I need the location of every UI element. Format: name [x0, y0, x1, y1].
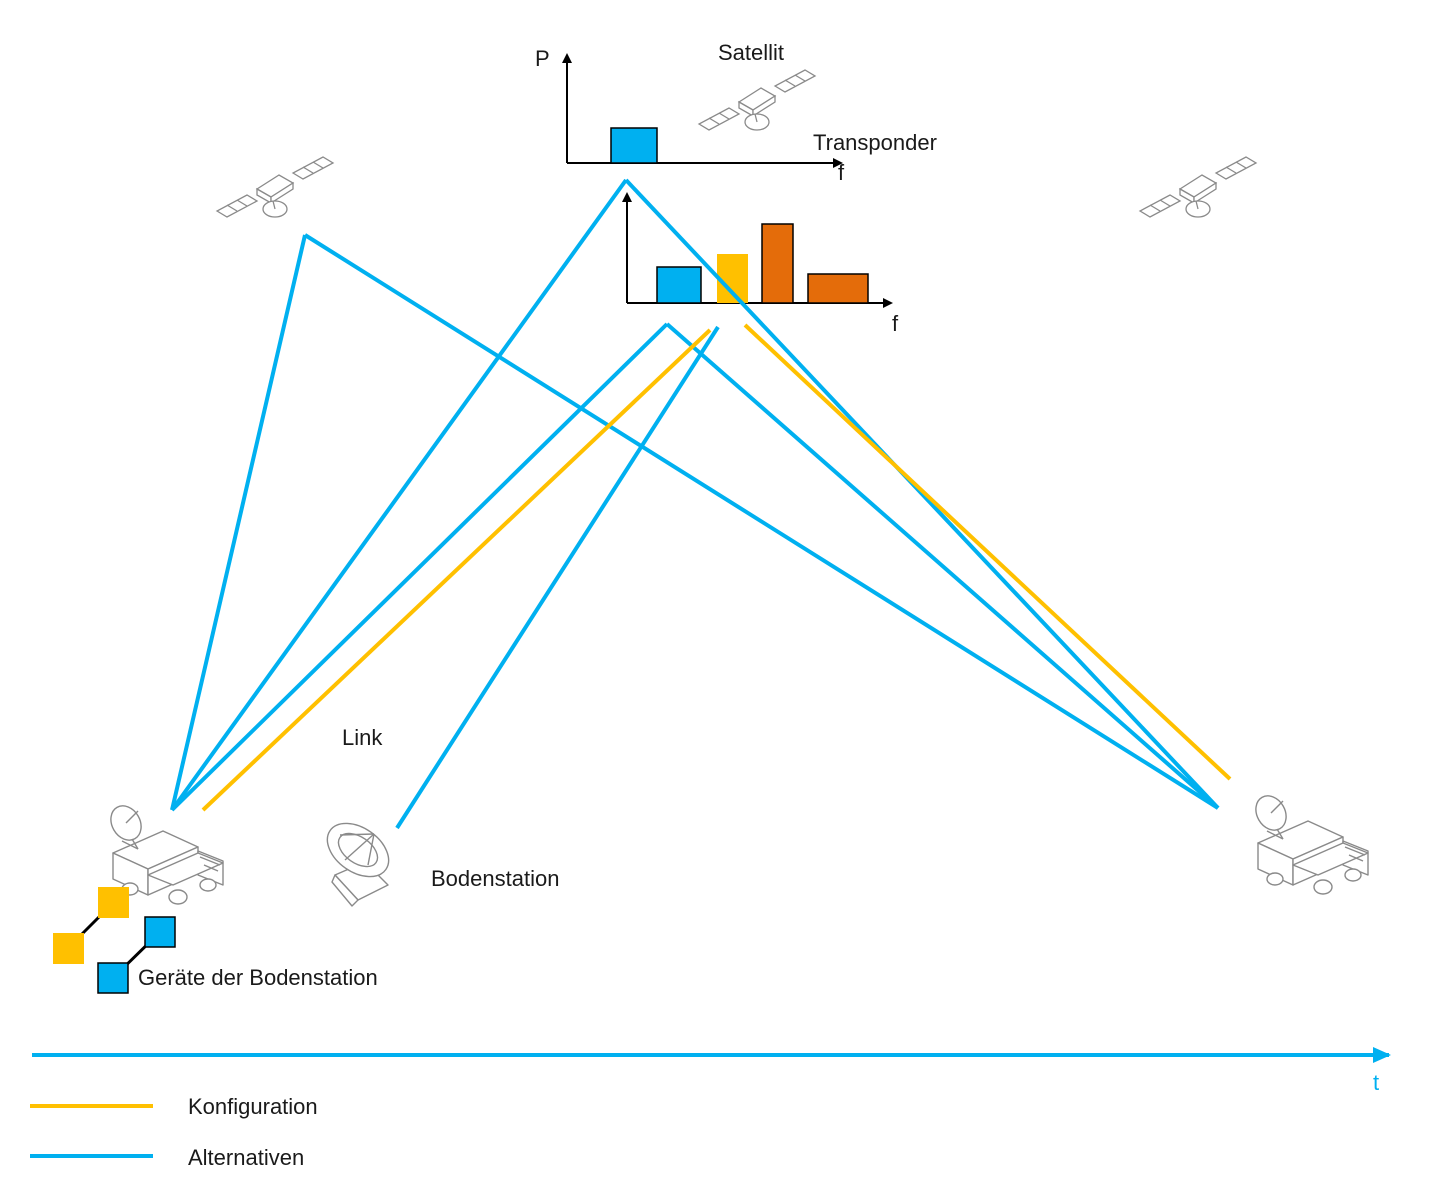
axis-f-label-top: f: [838, 160, 845, 185]
device-alt-square: [97, 962, 129, 994]
link-label: Link: [342, 725, 383, 750]
occupied-carrier-block: [807, 273, 869, 304]
transponder-spectrum-top: [562, 53, 843, 168]
axis-f-label-mid: f: [892, 311, 899, 336]
configuration-link: [743, 323, 1232, 781]
alternative-link: [170, 178, 628, 812]
alternative-link: [170, 234, 307, 811]
transponder-label: Transponder: [813, 130, 937, 155]
device-alt-square: [144, 916, 176, 948]
transponder-spectrum-mid: [622, 192, 893, 308]
alternative-link: [170, 322, 669, 812]
device-config-square: [53, 933, 84, 964]
legend-label-alternatives: Alternativen: [188, 1145, 304, 1170]
satellite-icon: [1139, 156, 1257, 218]
legend: [30, 1104, 153, 1158]
satellite-icon: [216, 156, 334, 218]
dish-antenna-icon: [326, 822, 390, 907]
legend-label-configuration: Konfiguration: [188, 1094, 318, 1119]
alternative-link: [665, 322, 1220, 810]
satellite-label: Satellit: [718, 40, 784, 65]
alternative-link: [395, 325, 720, 830]
allocated-carrier-block: [610, 127, 658, 164]
alternative-carrier-block: [656, 266, 702, 304]
sat-truck-icon: [1249, 789, 1369, 895]
alternative-link: [624, 178, 1220, 810]
axis-p-label: P: [535, 46, 550, 71]
devices-label: Geräte der Bodenstation: [138, 965, 378, 990]
configuration-link: [201, 328, 712, 812]
device-config-square: [98, 887, 129, 918]
occupied-carrier-block: [761, 223, 794, 304]
time-axis-label: t: [1373, 1070, 1379, 1095]
alternative-link: [303, 233, 1220, 810]
devices-icon: [53, 887, 176, 994]
link-lines: [170, 178, 1232, 830]
ground-station-label: Bodenstation: [431, 866, 559, 891]
satellite-icon: [698, 69, 816, 131]
